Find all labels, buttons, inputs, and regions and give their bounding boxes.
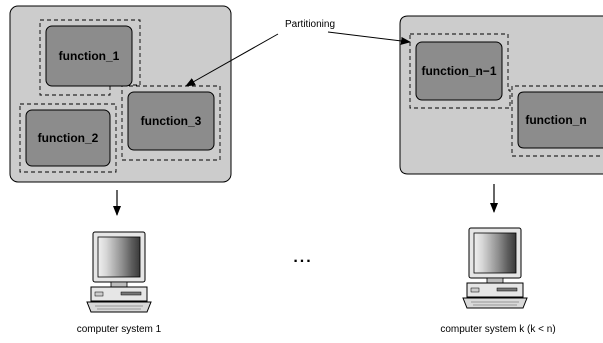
function-n-partition xyxy=(511,85,603,157)
function-n-label: function_n xyxy=(525,113,586,127)
system-k-caption: computer system k (k < n) xyxy=(440,324,555,335)
partition-arrow-to-function-3 xyxy=(185,33,279,87)
computer-icon xyxy=(462,227,528,309)
function-2-partition xyxy=(19,103,117,173)
partition-arrow-to-function-n-minus-1 xyxy=(327,31,411,45)
function-2-box xyxy=(25,109,111,167)
function-1-partition xyxy=(39,19,141,96)
function-n-minus-1-box xyxy=(415,41,503,101)
function-n-box xyxy=(517,91,603,149)
computer-icon xyxy=(86,231,152,313)
function-n-minus-1-label: function_n−1 xyxy=(421,64,496,78)
function-1-label: function_1 xyxy=(59,49,120,63)
function-3-box xyxy=(127,91,215,151)
function-2-label: function_2 xyxy=(38,131,99,145)
system-1-caption: computer system 1 xyxy=(77,324,162,335)
ellipsis: ... xyxy=(293,249,312,266)
function-n-minus-1-partition xyxy=(409,33,511,109)
function-1-box xyxy=(45,25,133,87)
partitioning-label: Partitioning xyxy=(285,19,335,30)
function-3-label: function_3 xyxy=(141,114,202,128)
